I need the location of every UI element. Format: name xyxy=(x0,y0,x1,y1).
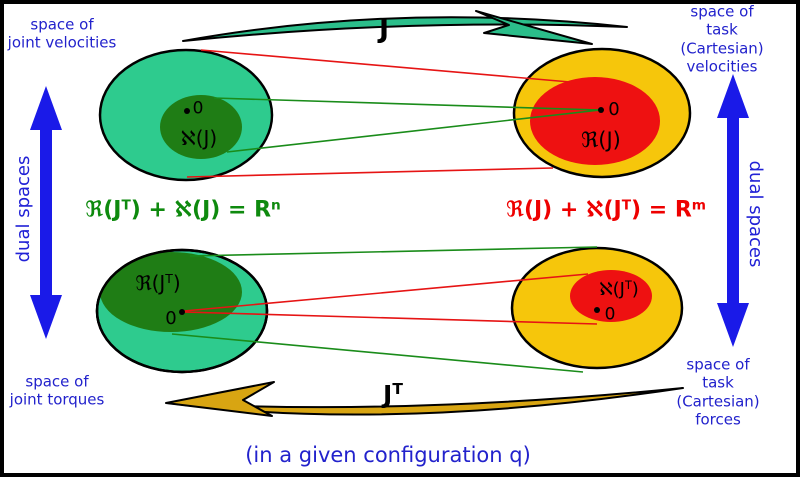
eq-left-p2: ) + ℵ(J) = R xyxy=(130,197,272,223)
origin-dot-joint-torques xyxy=(179,309,185,315)
jacobian-transpose-map-label: JT xyxy=(383,380,403,411)
null-space-of-J-ellipse xyxy=(160,95,242,159)
null-space-JT-close: ) xyxy=(631,279,639,301)
eq-right-sup1: T xyxy=(621,197,632,214)
dual-spaces-label-left: dual spaces xyxy=(13,155,35,263)
origin-dot-joint-velocities xyxy=(184,108,190,114)
eq-left-p1: ℜ(J xyxy=(85,197,122,223)
map-line-nullspace-to-zero-bottom-lower xyxy=(183,311,598,325)
joint-space-decomposition-equation: ℜ(JT) + ℵ(J) = Rn xyxy=(85,197,281,225)
null-space-of-JT-ellipse xyxy=(570,270,652,322)
null-space-J-close: ) xyxy=(209,125,218,150)
range-space-J-close: ) xyxy=(612,128,621,153)
map-line-nullspace-to-zero-top-lower xyxy=(226,109,601,153)
null-space-JT-sup: T xyxy=(624,278,632,292)
jacobian-transpose-sup: T xyxy=(392,380,403,399)
range-space-J-text: ℜ(J xyxy=(581,128,613,153)
jacobian-map-label: J xyxy=(379,14,389,47)
jt-map-arrowhead-icon xyxy=(165,381,275,417)
range-space-of-J-ellipse xyxy=(530,77,660,165)
joint-velocities-space-label: space of joint velocities xyxy=(7,15,117,52)
range-space-JT-close: ) xyxy=(172,270,181,295)
eq-right-sup2: m xyxy=(691,197,706,214)
range-space-JT-sup: T xyxy=(165,270,173,286)
jacobian-symbol: J xyxy=(378,13,390,45)
joint-torques-space-label: space of joint torques xyxy=(9,372,105,409)
eq-right-p2: ) = R xyxy=(631,197,692,223)
eq-left-sup2: n xyxy=(271,197,281,214)
dual-spaces-label-right: dual spaces xyxy=(744,160,766,268)
null-space-J-label: ℵ(J) xyxy=(181,126,217,150)
map-line-boundary-to-range-top-upper xyxy=(200,49,571,83)
map-line-nullspace-to-zero-top-upper xyxy=(213,97,601,111)
origin-label-joint-velocities: 0 xyxy=(192,98,204,119)
origin-dot-task-velocities xyxy=(598,107,604,113)
dual-spaces-double-arrow-right xyxy=(717,74,749,347)
dual-spaces-double-arrow-left xyxy=(30,86,62,339)
task-forces-space-label: space of task (Cartesian) forces xyxy=(676,355,760,429)
origin-dot-task-forces xyxy=(594,307,600,313)
range-space-J-label: ℜ(J) xyxy=(581,128,621,154)
origin-label-joint-torques: 0 xyxy=(165,308,177,330)
map-line-boundary-to-range-top-lower xyxy=(186,167,554,178)
joint-torque-space-outline xyxy=(95,248,269,374)
origin-label-task-forces: 0 xyxy=(604,304,616,325)
null-space-JT-label: ℵ(JT) xyxy=(599,279,639,301)
configuration-caption: (in a given configuration q) xyxy=(245,443,531,468)
map-line-nullspace-to-zero-bottom-upper xyxy=(183,273,589,312)
map-line-boundary-to-range-bottom-upper xyxy=(189,246,598,257)
task-space-decomposition-equation: ℜ(J) + ℵ(JT) = Rm xyxy=(506,197,706,225)
j-map-arrowhead-icon xyxy=(475,10,593,45)
range-space-JT-label: ℜ(JT) xyxy=(135,271,180,295)
null-space-JT-text: ℵ(J xyxy=(599,279,625,301)
eq-left-sup1: T xyxy=(121,197,131,214)
origin-label-task-velocities: 0 xyxy=(608,99,620,121)
jacobian-transpose-symbol: J xyxy=(383,379,393,409)
null-space-J-text: ℵ(J xyxy=(180,125,210,150)
map-line-boundary-to-range-bottom-lower xyxy=(171,333,584,373)
eq-right-p1: ℜ(J) + ℵ(J xyxy=(506,197,622,223)
range-space-JT-text: ℜ(J xyxy=(135,270,166,295)
task-velocities-space-label: space of task (Cartesian) velocities xyxy=(680,2,764,76)
